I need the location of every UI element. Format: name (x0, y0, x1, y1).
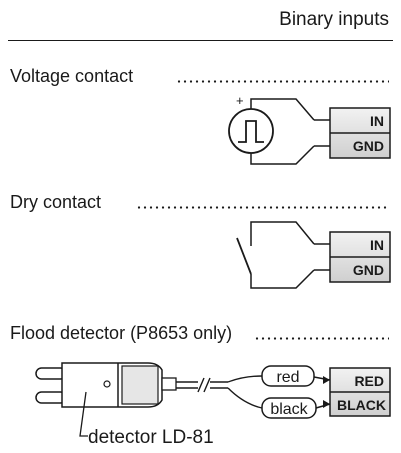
voltage-contact-label: Voltage contact (10, 66, 134, 86)
dry-contact-leader (136, 206, 389, 209)
terminal-gnd-label: GND (353, 138, 384, 154)
voltage-source-icon (228, 108, 274, 154)
title-divider (8, 40, 393, 41)
terminal-gnd-label: GND (353, 262, 384, 278)
detector-caption: detector LD-81 (88, 427, 214, 448)
dry-contact-label: Dry contact (10, 192, 102, 212)
terminal-black-label: BLACK (337, 397, 386, 413)
terminal-red-label: RED (354, 373, 384, 389)
flood-detector-label: Flood detector (P8653 only) (10, 323, 233, 343)
flood-detector-leader (254, 337, 389, 340)
terminal-in-label: IN (370, 237, 384, 253)
switch-contact-icon (236, 237, 252, 275)
voltage-contact-leader (176, 80, 389, 83)
switch-top-lead (250, 221, 315, 246)
flood-detector-diagram: RED BLACK red black (35, 362, 391, 448)
detector-ld81-icon (35, 362, 263, 409)
detector-caption-leader (79, 391, 88, 437)
wire-black-label: black (270, 401, 308, 418)
wire-red-label: red (276, 369, 299, 386)
page-title: Binary inputs (279, 9, 389, 30)
voltage-contact-diagram: IN GND + (228, 93, 391, 165)
switch-bottom-lead (250, 269, 315, 289)
pulse-waveform-icon (238, 120, 264, 143)
source-polarity-label: + (236, 93, 244, 108)
terminal-in-label: IN (370, 113, 384, 129)
dry-contact-diagram: IN GND (236, 221, 391, 289)
